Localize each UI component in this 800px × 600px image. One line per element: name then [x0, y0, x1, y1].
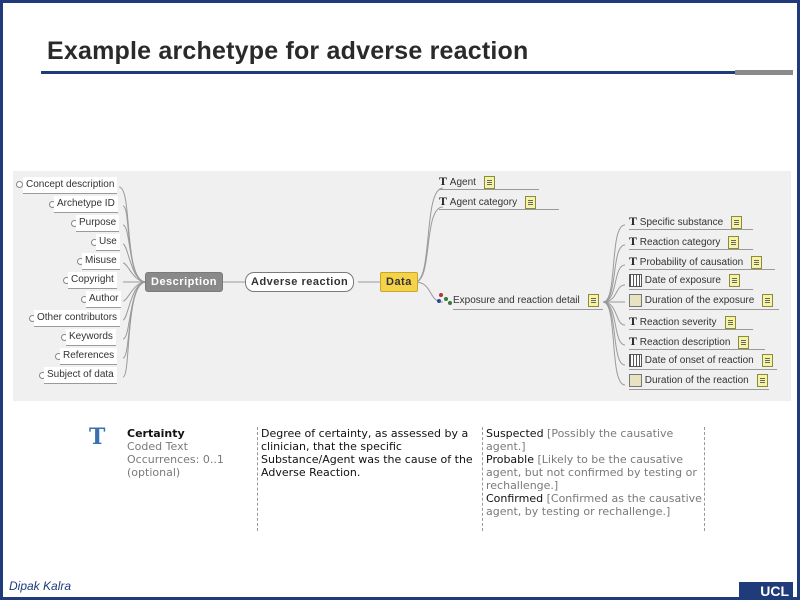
column-divider — [704, 427, 705, 531]
node-label: Date of exposure — [644, 275, 721, 286]
element-name: Certainty — [127, 427, 185, 440]
ucl-logo: UCL — [739, 582, 793, 600]
node-label: Reaction description — [639, 337, 731, 348]
note-icon — [724, 315, 736, 329]
title-underline — [41, 71, 735, 74]
left-node[interactable]: Author — [86, 291, 122, 308]
text-type-icon: T — [629, 314, 638, 328]
datetime-icon — [629, 273, 642, 287]
datetime-icon — [629, 353, 642, 367]
left-node[interactable]: References — [60, 348, 118, 365]
left-node[interactable]: Copyright — [68, 272, 117, 289]
text-type-icon: T — [629, 234, 638, 248]
data-node-agent[interactable]: T Agent — [439, 173, 539, 190]
note-icon — [731, 215, 743, 229]
detail-node[interactable]: Date of onset of reaction — [629, 353, 777, 370]
text-type-icon: T — [439, 174, 448, 188]
node-label: Duration of the exposure — [644, 295, 755, 306]
element-info: Certainty Coded Text Occurrences: 0..1 (… — [127, 427, 257, 479]
value-term: Probable — [486, 453, 534, 466]
note-icon — [761, 353, 773, 367]
description-hub[interactable]: Description — [145, 272, 224, 292]
note-icon — [751, 255, 763, 269]
left-node[interactable]: Archetype ID — [54, 196, 118, 213]
detail-node[interactable]: T Probability of causation — [629, 253, 775, 270]
duration-icon — [629, 373, 642, 387]
element-occurrences: Occurrences: 0..1 — [127, 453, 224, 466]
note-icon — [587, 293, 599, 307]
node-label: Exposure and reaction detail — [453, 295, 580, 306]
duration-icon — [629, 293, 642, 307]
node-label: Reaction severity — [639, 317, 717, 328]
value-term: Suspected — [486, 427, 544, 440]
element-optional: (optional) — [127, 466, 181, 479]
data-node-exposure-detail[interactable]: Exposure and reaction detail — [453, 293, 603, 310]
note-icon — [728, 235, 740, 249]
author-name: Dipak Kalra — [9, 579, 72, 593]
note-icon — [762, 293, 774, 307]
title-underline-accent — [735, 70, 793, 75]
node-marker — [16, 181, 23, 188]
root-node[interactable]: Adverse reaction — [245, 272, 355, 292]
detail-node[interactable]: Duration of the exposure — [629, 293, 779, 310]
node-label: Duration of the reaction — [644, 375, 749, 386]
value-desc: [Likely to be the causative agent, but n… — [486, 453, 697, 492]
detail-node[interactable]: T Reaction severity — [629, 313, 753, 330]
value-desc: [Possibly the causative agent.] — [486, 427, 674, 453]
detail-node[interactable]: Date of exposure — [629, 273, 753, 290]
note-icon — [756, 373, 768, 387]
slide-title: Example archetype for adverse reaction — [47, 37, 529, 65]
text-type-icon: T — [89, 424, 106, 450]
text-type-icon: T — [629, 214, 638, 228]
left-node[interactable]: Keywords — [66, 329, 116, 346]
left-node[interactable]: Use — [96, 234, 120, 251]
text-type-icon: T — [629, 334, 638, 348]
node-label: Reaction category — [639, 237, 721, 248]
node-label: Agent category — [449, 197, 518, 208]
element-type: Coded Text — [127, 440, 188, 453]
text-type-icon: T — [439, 194, 448, 208]
certainty-detail-table: T Certainty Coded Text Occurrences: 0..1… — [83, 424, 706, 531]
detail-node[interactable]: T Reaction category — [629, 233, 753, 250]
note-icon — [738, 335, 750, 349]
node-label: Date of onset of reaction — [644, 355, 754, 366]
left-node[interactable]: Misuse — [82, 253, 120, 270]
data-node-agent-category[interactable]: T Agent category — [439, 193, 559, 210]
node-label: Agent — [449, 177, 476, 188]
detail-node[interactable]: T Reaction description — [629, 333, 765, 350]
archetype-mindmap: Concept description Archetype ID Purpose… — [13, 171, 791, 401]
note-icon — [525, 195, 537, 209]
column-divider — [257, 427, 258, 531]
text-type-icon: T — [629, 254, 638, 268]
mindmap-connectors — [118, 186, 626, 386]
detail-node[interactable]: T Specific substance — [629, 213, 753, 230]
value-term: Confirmed — [486, 492, 544, 505]
note-icon — [483, 175, 495, 189]
value-desc: [Confirmed as the causative agent, by te… — [486, 492, 702, 518]
element-description: Degree of certainty, as assessed by a cl… — [261, 427, 473, 479]
left-node[interactable]: Other contributors — [34, 310, 121, 327]
value-list: Suspected [Possibly the causative agent.… — [486, 427, 704, 518]
detail-node[interactable]: Duration of the reaction — [629, 373, 769, 390]
node-label: Probability of causation — [639, 257, 744, 268]
data-hub[interactable]: Data — [380, 272, 418, 292]
node-label: Specific substance — [639, 217, 724, 228]
note-icon — [728, 273, 740, 287]
column-divider — [482, 427, 483, 531]
left-node[interactable]: Subject of data — [44, 367, 117, 384]
left-node[interactable]: Purpose — [76, 215, 120, 232]
left-node[interactable]: Concept description — [23, 177, 118, 194]
